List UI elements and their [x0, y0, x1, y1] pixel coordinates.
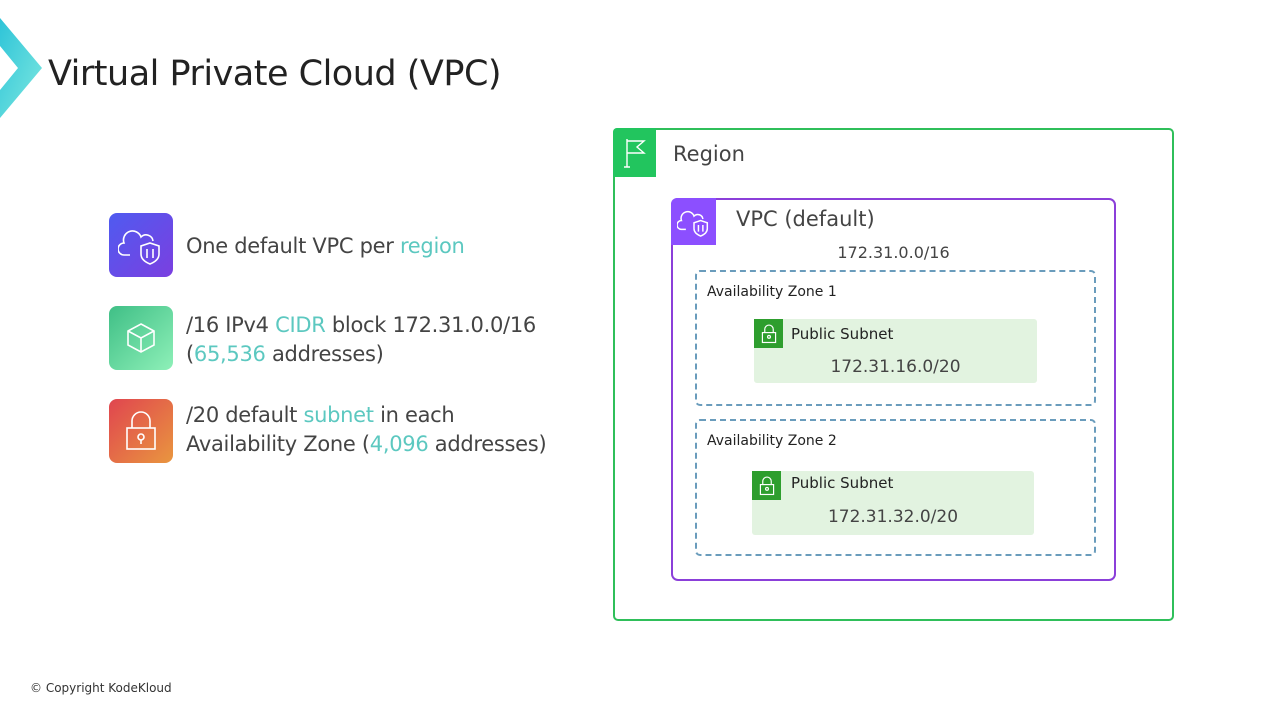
availability-zone-2	[695, 419, 1096, 556]
vpc-cloud-shield-icon	[671, 198, 716, 245]
region-box	[613, 128, 1174, 621]
feature-2-text: /16 IPv4 CIDR block 172.31.0.0/16 (65,53…	[186, 313, 536, 366]
availability-zone-1	[695, 270, 1096, 406]
feature-3-text: /20 default subnet in each Availability …	[186, 403, 547, 456]
page-title: Virtual Private Cloud (VPC)	[48, 54, 502, 94]
public-subnet-1	[754, 319, 1037, 383]
cube-icon	[109, 306, 173, 370]
feature-1-text: One default VPC per region	[186, 234, 465, 258]
az-label: Availability Zone 1	[707, 284, 837, 300]
lock-icon	[109, 399, 173, 463]
vpc-cloud-shield-icon	[109, 213, 173, 277]
vpc-box	[671, 198, 1116, 581]
vpc-cidr: 172.31.0.0/16	[837, 243, 950, 262]
flag-icon	[613, 128, 656, 177]
vpc-label: VPC (default)	[736, 207, 875, 231]
lock-icon	[754, 319, 783, 348]
subnet-label: Public Subnet	[791, 325, 894, 343]
public-subnet-2	[752, 471, 1034, 535]
az-label: Availability Zone 2	[707, 433, 837, 449]
subnet-label: Public Subnet	[791, 474, 894, 492]
copyright-footer: © Copyright KodeKloud	[30, 681, 172, 695]
lock-icon	[752, 471, 781, 500]
region-label: Region	[673, 142, 745, 166]
kodekloud-chevron-logo	[0, 18, 42, 118]
subnet-cidr: 172.31.32.0/20	[827, 507, 959, 527]
subnet-cidr: 172.31.16.0/20	[830, 357, 961, 377]
